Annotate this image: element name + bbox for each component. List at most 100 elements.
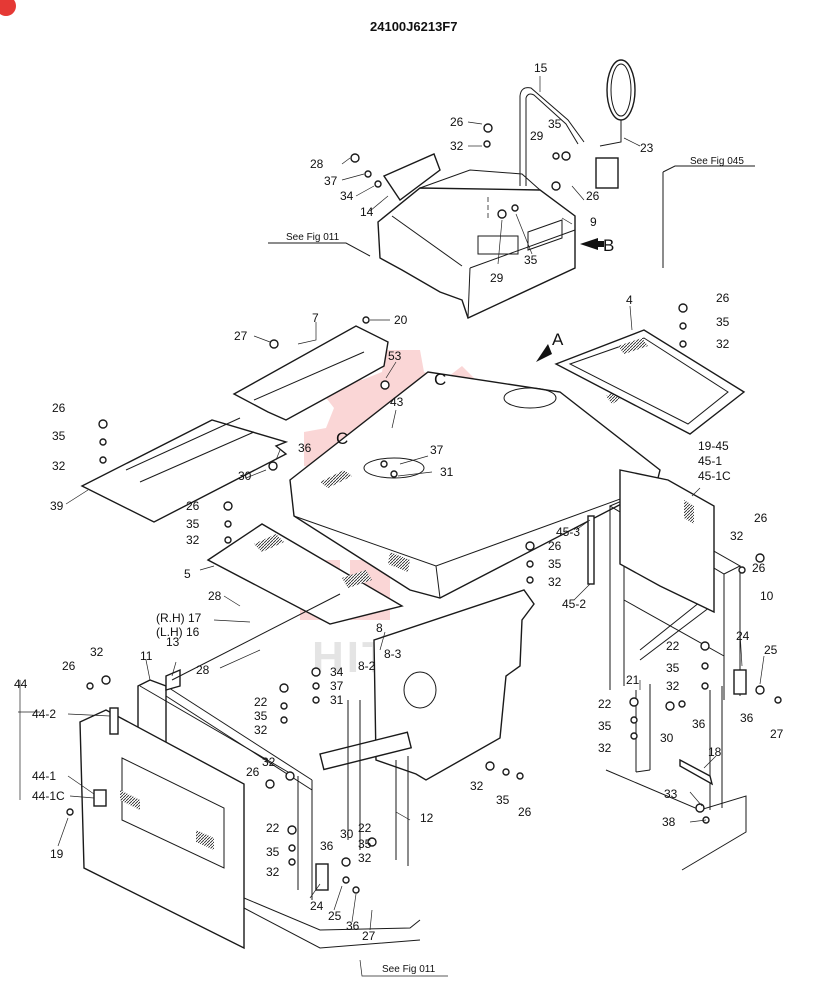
callout-label: 26 [62,659,76,673]
callout-label: 32 [358,851,372,865]
callout-label: 21 [626,673,640,687]
callout-label: 30 [238,469,252,483]
callout-label: 37 [324,174,338,188]
callout-label: 25 [328,909,342,923]
fig011-top-leader [268,242,371,257]
callout-label: 36 [346,919,360,933]
callout-label: 22 [254,695,268,709]
fig011-top-ref: See Fig 011 [286,232,340,243]
callout-label: 32 [262,755,276,769]
callout-label: 9 [590,215,597,229]
callout-label: 43 [390,395,404,409]
callout-label: 39 [50,499,64,513]
callout-label: 32 [730,529,744,543]
callout-label: 30 [660,731,674,745]
callout-label: 32 [254,723,268,737]
callout-label: 38 [662,815,676,829]
callout-label: 32 [186,533,200,547]
handle-18 [679,758,714,786]
rod-45-2 [587,515,595,585]
top-cover-43 [289,371,661,599]
callout-label: 26 [716,291,730,305]
hood-cover-9 [377,169,576,319]
callout-label: 45-1 [698,454,722,468]
callout-label: 22 [266,821,280,835]
callout-label: 28 [196,663,210,677]
callout-label: 14 [360,205,374,219]
floor-plate-39 [80,417,289,523]
callout-label: 26 [548,539,562,553]
callout-label: 31 [330,693,344,707]
callout-label: 34 [340,189,354,203]
callout-label: 28 [310,157,324,171]
callout-label: 26 [186,499,200,513]
callout-label: 19 [50,847,64,861]
callout-label: 29 [530,129,544,143]
callout-label: 18 [708,745,722,759]
fig045-leader [487,165,755,268]
callout-label: 35 [52,429,66,443]
partition-plate-8 [373,589,535,781]
view-marker-b: B [603,236,614,255]
callout-label: 29 [490,271,504,285]
callout-label: 32 [470,779,484,793]
callout-label: 36 [298,441,312,455]
callout-label: 26 [586,189,600,203]
callout-label: 10 [760,589,774,603]
callout-label: 4 [626,293,633,307]
callout-label: 32 [52,459,66,473]
callout-label: 22 [666,639,680,653]
callout-label: 45-3 [556,525,580,539]
callout-label: 35 [186,517,200,531]
callout-label: 44-2 [32,707,56,721]
callout-label: 36 [320,839,334,853]
arrow-a-icon [536,344,552,362]
callout-label: 53 [388,349,402,363]
stand-frame-bottom [243,897,421,949]
callout-label: 24 [736,629,750,643]
side-door-44 [79,709,245,950]
callout-label: (L.H) 16 [156,625,200,639]
callout-label: 26 [246,765,260,779]
callout-label: (R.H) 17 [156,611,202,625]
mirror-23 [595,59,636,189]
callout-label: 31 [440,465,454,479]
callout-label: 33 [664,787,678,801]
callout-label: 35 [716,315,730,329]
callout-label: 27 [362,929,376,943]
callout-label: 8-2 [358,659,376,673]
panel-7 [232,325,389,421]
callout-label: 22 [598,697,612,711]
callout-label: 35 [548,557,562,571]
callout-label: 36 [692,717,706,731]
callout-labels: 15 26 35 32 29 23 28 37 34 14 26 9 29 35… [14,61,784,943]
bracket-44-2 [109,707,119,735]
view-marker-a: A [552,330,564,349]
hinge-24-right [733,669,747,695]
callout-label: 12 [420,811,434,825]
hinge-24-left [315,863,329,891]
callout-label: 35 [358,837,372,851]
side-panel-19-45 [619,469,715,614]
callout-label: 45-2 [562,597,586,611]
callout-label: 35 [266,845,280,859]
corner-logo [0,0,16,16]
bracket-14 [382,153,441,202]
callout-label: 8-3 [384,647,402,661]
callout-label: 26 [450,115,464,129]
callout-label: 36 [740,711,754,725]
callout-label: 8 [376,621,383,635]
callout-label: 23 [640,141,654,155]
callout-label: 26 [754,511,768,525]
support-frame-12 [319,700,413,866]
callout-label: 26 [52,401,66,415]
callout-label: 27 [770,727,784,741]
callout-label: 45-1C [698,469,731,483]
callout-label: 15 [534,61,548,75]
panel-5 [206,523,404,625]
callout-label: 34 [330,665,344,679]
callout-label: 13 [166,635,180,649]
callout-label: 32 [598,741,612,755]
callout-label: 32 [666,679,680,693]
